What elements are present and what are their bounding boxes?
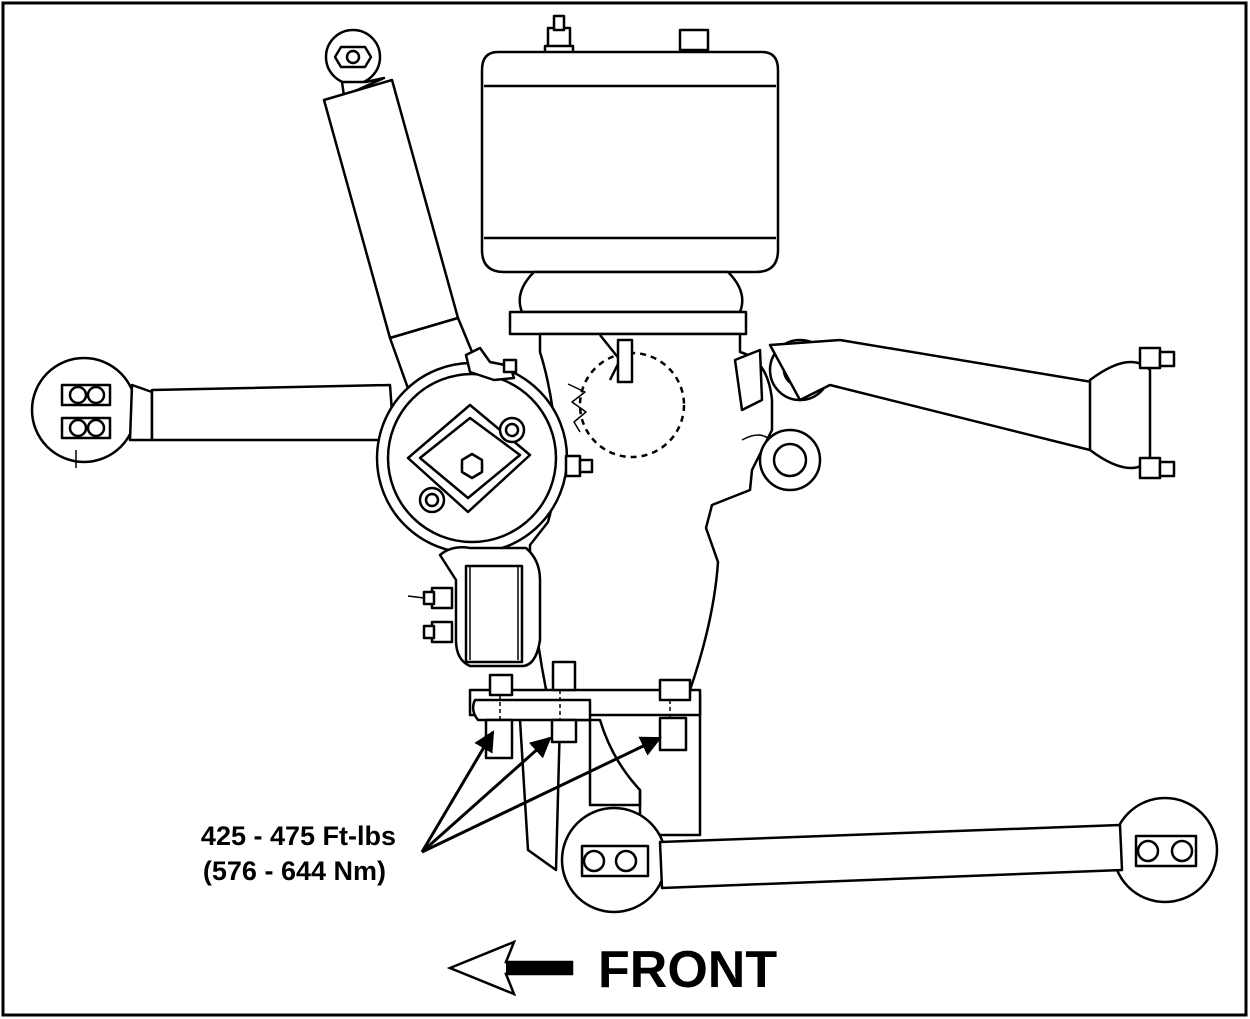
- lower-spring-seat: [407, 546, 542, 668]
- air-spring: [480, 14, 780, 336]
- lower-torque-rod: [560, 796, 1219, 914]
- upper-left-torque-rod: [30, 356, 396, 468]
- torque-spec-ftlbs: 425 - 475 Ft-lbs: [201, 821, 396, 851]
- front-arrow-icon: [446, 939, 574, 997]
- torque-spec-nm: (576 - 644 Nm): [203, 856, 386, 886]
- front-label: FRONT: [598, 941, 777, 999]
- shock-absorber: [322, 28, 484, 396]
- upper-right-torque-rod: [758, 338, 1176, 492]
- axle-hub: [375, 346, 594, 555]
- torque-leader-lines: [420, 730, 662, 854]
